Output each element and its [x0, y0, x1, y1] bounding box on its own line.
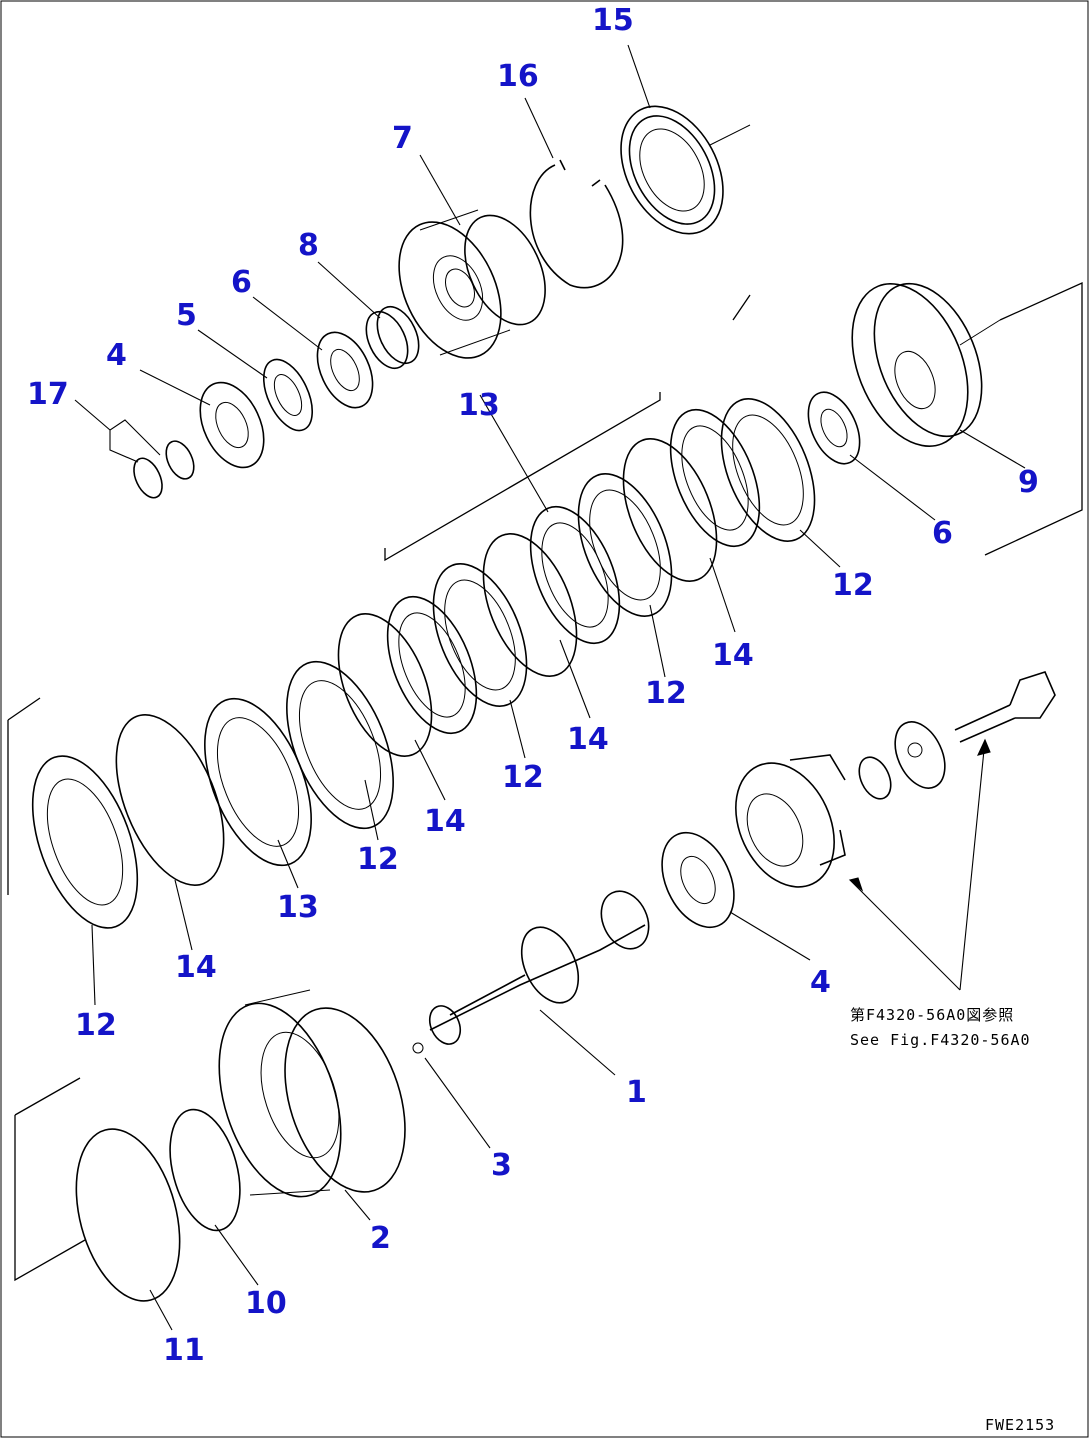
callout-10: 10	[245, 1286, 287, 1321]
callout-6-upper: 6	[231, 265, 252, 300]
callout-14-a: 14	[712, 638, 754, 673]
callout-13-upper: 13	[458, 388, 500, 423]
part-1-shaft	[412, 890, 650, 1054]
callout-12-a: 12	[832, 568, 874, 603]
callout-12-c: 12	[502, 760, 544, 795]
part-2-drum	[218, 989, 406, 1198]
callout-7: 7	[392, 121, 413, 156]
part-17-o-rings	[133, 440, 195, 499]
clutch-pack	[31, 398, 816, 929]
part-5-washer	[262, 358, 314, 432]
callout-2: 2	[370, 1221, 391, 1256]
callout-6-right: 6	[932, 516, 953, 551]
callout-17: 17	[27, 377, 69, 412]
callout-8: 8	[298, 228, 319, 263]
callout-12-e: 12	[75, 1008, 117, 1043]
callout-4-upper: 4	[106, 338, 127, 373]
callout-5: 5	[176, 298, 197, 333]
callout-labels: 15 16 7 8 6 5 4 17 13 9 6 12 14 12 14 12…	[27, 3, 1039, 1368]
part-7-gear	[398, 209, 546, 359]
part-4-nut-upper	[199, 381, 265, 469]
callout-9: 9	[1018, 465, 1039, 500]
reference-jp: 第F4320-56A0図参照	[850, 1006, 1014, 1024]
reference-en: See Fig.F4320-56A0	[850, 1031, 1031, 1049]
part-6-washer-right	[807, 391, 861, 465]
part-16-snap-ring	[529, 159, 624, 289]
part-4-nut-lower	[661, 831, 735, 929]
axis-lines	[709, 124, 1001, 346]
callout-16: 16	[497, 59, 539, 94]
callout-4-lower: 4	[810, 965, 831, 1000]
callout-14-c: 14	[424, 804, 466, 839]
callout-12-b: 12	[645, 676, 687, 711]
callout-11: 11	[163, 1333, 205, 1368]
callout-14-d: 14	[175, 950, 217, 985]
callout-1: 1	[626, 1075, 647, 1110]
callout-15: 15	[592, 3, 634, 38]
callout-3: 3	[491, 1148, 512, 1183]
coupling-flange	[735, 754, 846, 888]
callout-13-lower: 13	[277, 890, 319, 925]
bolt-assembly	[858, 671, 1056, 800]
part-6-washer-upper	[316, 331, 374, 409]
frame-lines	[7, 281, 1083, 1282]
part-9-piston	[851, 282, 983, 447]
callout-14-b: 14	[567, 722, 609, 757]
drawing-code: FWE2153	[985, 1416, 1055, 1434]
part-10-11-rings	[75, 1108, 241, 1302]
part-15-seal	[620, 105, 724, 235]
callout-12-d: 12	[357, 842, 399, 877]
leader-lines	[74, 44, 1026, 1331]
